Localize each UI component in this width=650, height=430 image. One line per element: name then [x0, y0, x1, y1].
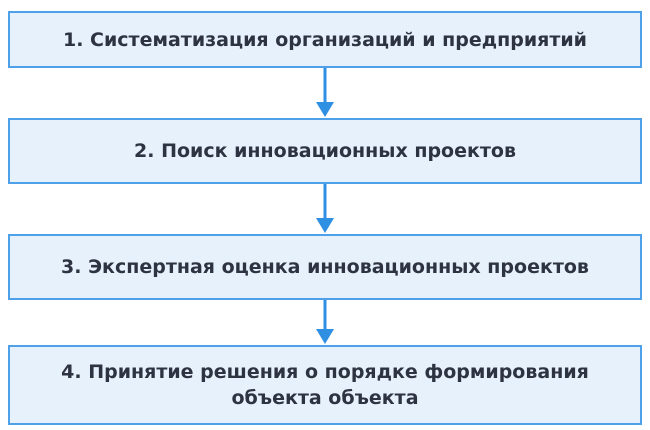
- step-box-project-search: 2. Поиск инновационных проектов: [8, 118, 642, 184]
- step-box-systematization: 1. Систематизация организаций и предприя…: [8, 11, 642, 68]
- step-label: 3. Экспертная оценка инновационных проек…: [61, 256, 589, 278]
- step-box-decision: 4. Принятие решения о порядке формирован…: [8, 345, 642, 425]
- step-label: 1. Систематизация организаций и предприя…: [62, 28, 587, 51]
- step-label: 2. Поиск инновационных проектов: [134, 140, 516, 162]
- arrow-down-icon: [310, 184, 340, 234]
- arrow-down-icon: [310, 68, 340, 118]
- step-label: 4. Принятие решения о порядке формирован…: [61, 361, 589, 409]
- step-box-expert-assessment: 3. Экспертная оценка инновационных проек…: [8, 234, 642, 300]
- arrow-down-icon: [310, 300, 340, 345]
